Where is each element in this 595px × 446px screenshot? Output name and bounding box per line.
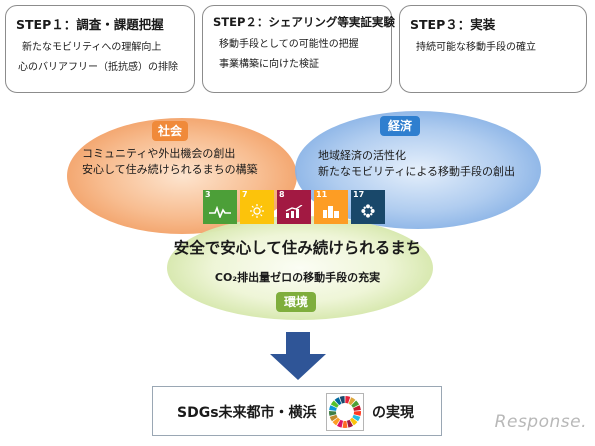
environment-text: CO₂排出量ゼロの移動手段の充実 (214, 271, 381, 284)
sdgs-wheel-segment (346, 419, 354, 428)
step-3-line-1: 持続可能な移動手段の確立 (416, 42, 536, 53)
sdgs-wheel-segment (345, 396, 351, 404)
step-1-box: STEP１：調査・課題把握 新たなモビリティへの理解向上 心のバリアフリー（抵抗… (5, 5, 195, 93)
sdgs-wheel-segment (353, 405, 361, 411)
sdgs-wheel-segment (339, 396, 345, 404)
society-line-2: 安心して住み続けられるまちの構築 (82, 163, 258, 176)
step-2-line-1: 移動手段としての可能性の把握 (219, 39, 359, 50)
sdgs-wheel-segment (334, 397, 342, 406)
step-1-line-2: 心のバリアフリー（抵抗感）の排除 (18, 62, 178, 73)
society-label: 社会 (152, 121, 188, 141)
growth-chart-icon (277, 204, 311, 222)
society-line-1: コミュニティや外出機会の創出 (82, 147, 236, 160)
sdg-goal-8-icon: 8 (277, 190, 311, 224)
result-box: SDGs未来都市・横浜 の実現 (152, 386, 442, 436)
sdgs-wheel-segment (349, 417, 358, 426)
heartbeat-icon (203, 205, 237, 222)
sdgs-wheel-segment (332, 417, 341, 426)
step-2-title: STEP２：シェアリング等実証実験 (213, 15, 395, 29)
sdgs-wheel-segment (353, 411, 361, 416)
sdgs-wheel-segment (342, 420, 348, 428)
down-arrow-head (270, 354, 326, 380)
sdgs-wheel-segment (348, 397, 356, 406)
result-realize-text: の実現 (372, 405, 414, 421)
step-3-box: STEP３：実装 持続可能な移動手段の確立 (399, 5, 587, 93)
environment-circle (167, 216, 433, 320)
sdgs-wheel-segment (330, 400, 339, 408)
result-city-text: SDGs未来都市・横浜 (177, 405, 317, 421)
sdg-goal-7-icon: 7 (240, 190, 274, 224)
step-1-title: STEP１：調査・課題把握 (16, 17, 164, 32)
step-1-line-1: 新たなモビリティへの理解向上 (22, 42, 162, 53)
sdgs-wheel-segment (329, 405, 337, 411)
partnership-icon (351, 204, 385, 222)
sdgs-wheel-segment (351, 400, 360, 408)
sun-icon (240, 204, 274, 222)
step-2-box: STEP２：シェアリング等実証実験 移動手段としての可能性の把握 事業構築に向け… (202, 5, 395, 93)
sdgs-wheel-icon (326, 393, 364, 431)
economy-label: 経済 (380, 116, 420, 136)
down-arrow-shaft (286, 332, 310, 354)
main-message: 安全で安心して住み続けられるまち (173, 239, 422, 257)
economy-line-2: 新たなモビリティによる移動手段の創出 (318, 165, 516, 178)
sdg-icon-row: 3 7 8 11 17 (203, 190, 385, 224)
response-watermark: Response. (494, 412, 587, 432)
economy-line-1: 地域経済の活性化 (318, 149, 406, 162)
sdgs-wheel-segment (329, 414, 338, 422)
sdgs-wheel-segment (336, 419, 344, 428)
sdgs-wheel-segment (329, 411, 337, 416)
sdg-goal-11-icon: 11 (314, 190, 348, 224)
society-circle (67, 118, 297, 234)
step-3-title: STEP３：実装 (410, 17, 496, 32)
sdgs-wheel-segment (352, 414, 361, 422)
city-icon (314, 205, 348, 222)
sdg-goal-17-icon: 17 (351, 190, 385, 224)
sdg-goal-3-icon: 3 (203, 190, 237, 224)
step-2-line-2: 事業構築に向けた検証 (219, 59, 319, 70)
environment-label: 環境 (276, 292, 316, 312)
